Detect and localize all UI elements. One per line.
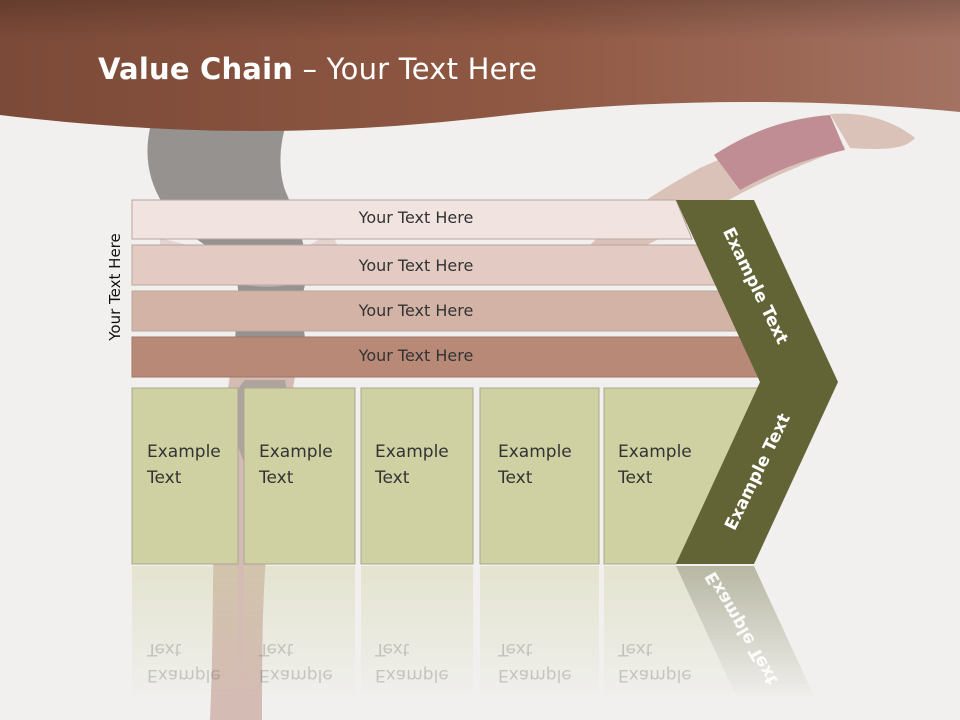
row-1-shape — [131, 199, 693, 240]
row-4-label: Your Text Here — [358, 346, 474, 365]
title-bold: Value Chain — [98, 52, 294, 86]
row-1-label: Your Text Here — [358, 208, 474, 227]
column-5-reflection-line2: Text — [618, 639, 653, 659]
column-3-line1: Example — [375, 442, 449, 462]
chevron-shape — [676, 200, 838, 564]
column-3-reflection: Example Text — [375, 636, 449, 688]
column-3-reflection-line2: Text — [375, 639, 410, 659]
column-2-line1: Example — [259, 442, 333, 462]
column-4-reflection-line2: Text — [498, 639, 533, 659]
column-2-reflection: Example Text — [259, 636, 333, 688]
column-3-shape — [360, 387, 474, 565]
column-4-reflection: Example Text — [498, 636, 572, 688]
row-3-label: Your Text Here — [358, 301, 474, 320]
column-4-line2: Text — [498, 468, 533, 488]
column-1-reflection: Example Text — [147, 636, 221, 688]
column-1-shape — [131, 387, 239, 565]
column-3-line2: Text — [375, 468, 410, 488]
row-2-label: Your Text Here — [358, 256, 474, 275]
column-5-line2: Text — [618, 468, 653, 488]
column-2-shape — [243, 387, 356, 565]
title-rest: – Your Text Here — [293, 52, 538, 86]
column-4-reflection-line1: Example — [498, 665, 572, 685]
column-1-line1: Example — [147, 442, 221, 462]
column-1-reflection-line2: Text — [147, 639, 182, 659]
column-5-reflection-line1: Example — [618, 665, 692, 685]
column-2-line2: Text — [259, 468, 294, 488]
reflection — [132, 566, 814, 696]
slide-title: Value Chain – Your Text Here — [98, 52, 537, 86]
side-label: Your Text Here — [106, 233, 124, 341]
column-1-line2: Text — [147, 468, 182, 488]
column-2-reflection-line2: Text — [259, 639, 294, 659]
column-1-reflection-line1: Example — [147, 665, 221, 685]
column-5-reflection: Example Text — [618, 636, 692, 688]
column-5-line1: Example — [618, 442, 692, 462]
header-band-shade — [0, 0, 960, 40]
column-4-shape — [479, 387, 600, 565]
column-3-reflection-line1: Example — [375, 665, 449, 685]
column-4-line1: Example — [498, 442, 572, 462]
column-2-reflection-line1: Example — [259, 665, 333, 685]
